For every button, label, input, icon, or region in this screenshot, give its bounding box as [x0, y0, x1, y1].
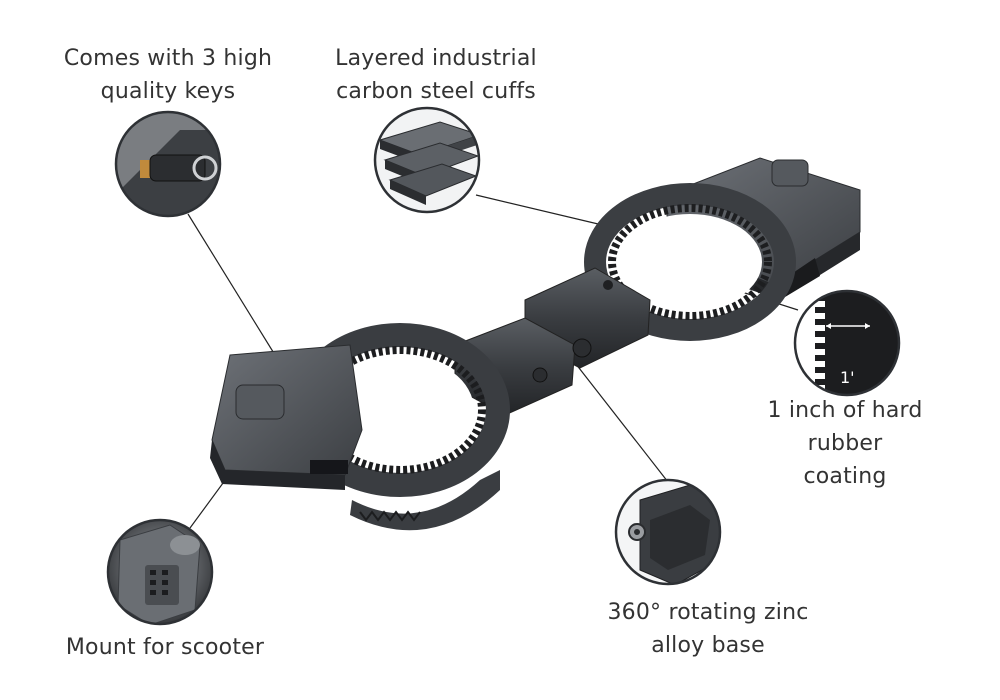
leader-keys	[187, 213, 276, 356]
rubber-marker-text: 1'	[840, 368, 855, 387]
callout-base-circle	[614, 478, 722, 586]
label-rubber-line1: 1 inch of hard	[767, 398, 923, 423]
callout-keys-circle	[114, 110, 222, 218]
left-cuff	[210, 323, 510, 531]
label-cuffs: Layered industrial carbon steel cuffs	[318, 42, 554, 108]
label-cuffs-line2: carbon steel cuffs	[336, 79, 536, 104]
right-cuff	[584, 157, 861, 341]
label-mount-line1: Mount for scooter	[65, 635, 265, 660]
label-cuffs-line1: Layered industrial	[335, 46, 537, 71]
label-keys-line1: Comes with 3 high	[63, 46, 273, 71]
label-rubber-line3: coating	[803, 464, 887, 489]
label-base: 360° rotating zinc alloy base	[588, 596, 828, 662]
label-keys-line2: quality keys	[100, 79, 236, 104]
label-base-line1: 360° rotating zinc	[607, 600, 809, 625]
key-icon	[116, 112, 220, 216]
scooter-mount-icon	[117, 524, 201, 624]
callout-mount-circle	[106, 518, 214, 626]
label-rubber-line2: rubber	[807, 431, 883, 456]
leader-base	[564, 349, 669, 483]
label-rubber: 1 inch of hard rubber coating	[752, 394, 938, 493]
layered-steel-icon	[378, 121, 479, 205]
leader-cuffs	[475, 194, 616, 229]
callout-cuffs-circle	[373, 106, 481, 214]
label-mount: Mount for scooter	[50, 631, 280, 664]
label-base-line2: alloy base	[651, 633, 765, 658]
rotating-base-icon	[628, 484, 720, 584]
label-keys: Comes with 3 high quality keys	[50, 42, 286, 108]
